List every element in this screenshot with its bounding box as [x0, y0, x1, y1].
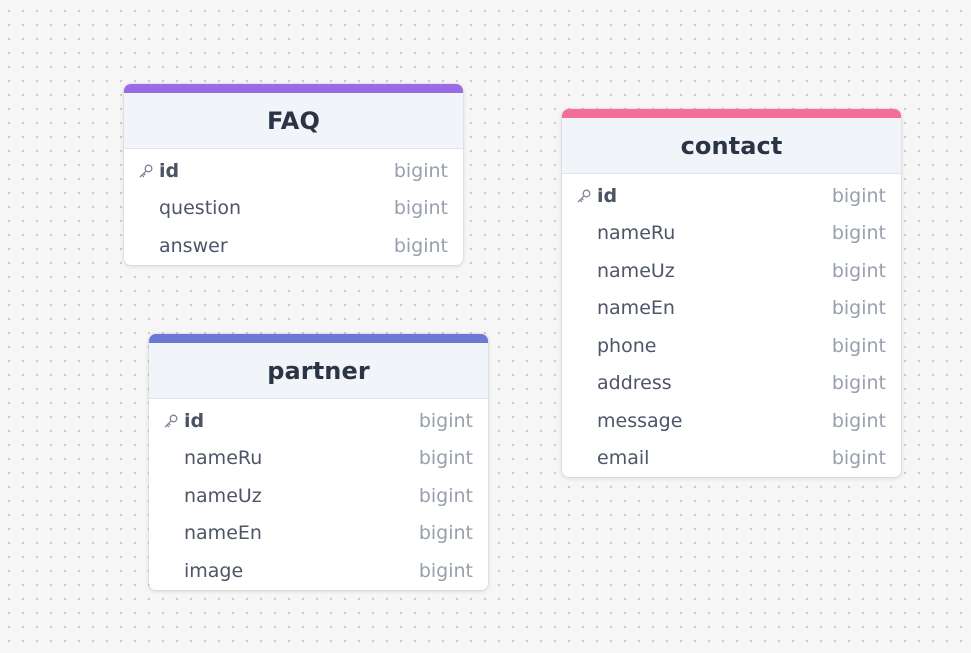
column-row-id[interactable]: id bigint	[124, 152, 463, 190]
column-row-nameUz[interactable]: nameUz bigint	[149, 477, 488, 515]
column-name: address	[597, 372, 672, 395]
column-name: email	[597, 447, 650, 470]
column-row-nameRu[interactable]: nameRu bigint	[562, 215, 901, 253]
column-name: nameEn	[184, 522, 262, 545]
table-accent-bar	[149, 334, 488, 343]
column-type: bigint	[831, 222, 886, 245]
column-name: question	[159, 197, 242, 220]
column-row-message[interactable]: message bigint	[562, 402, 901, 440]
column-row-nameEn[interactable]: nameEn bigint	[149, 515, 488, 553]
column-name: nameEn	[597, 297, 675, 320]
column-name: phone	[597, 334, 657, 357]
table-header[interactable]: partner	[149, 343, 488, 399]
column-type: bigint	[831, 409, 886, 432]
column-name: message	[597, 409, 683, 432]
column-row-id[interactable]: id bigint	[149, 402, 488, 440]
column-row-address[interactable]: address bigint	[562, 365, 901, 403]
column-name: image	[184, 559, 244, 582]
column-type: bigint	[418, 447, 473, 470]
column-name: id	[159, 159, 180, 182]
column-type: bigint	[418, 484, 473, 507]
column-name: nameUz	[184, 484, 262, 507]
column-type: bigint	[418, 409, 473, 432]
table-partner[interactable]: partner id bigint nameRu bigint nameUz b…	[149, 334, 488, 590]
column-name: nameRu	[184, 447, 263, 470]
column-type: bigint	[393, 197, 448, 220]
table-accent-bar	[124, 84, 463, 93]
table-accent-bar	[562, 109, 901, 118]
column-type: bigint	[831, 372, 886, 395]
column-list: id bigint nameRu bigint nameUz bigint na…	[149, 399, 488, 590]
key-icon	[164, 414, 178, 428]
column-type: bigint	[393, 159, 448, 182]
column-row-answer[interactable]: answer bigint	[124, 227, 463, 265]
column-row-nameUz[interactable]: nameUz bigint	[562, 252, 901, 290]
table-title: contact	[680, 131, 783, 160]
column-type: bigint	[831, 259, 886, 282]
table-title: FAQ	[267, 106, 320, 135]
key-icon	[139, 164, 153, 178]
column-name: answer	[159, 234, 228, 257]
column-row-image[interactable]: image bigint	[149, 552, 488, 590]
column-name: nameUz	[597, 259, 675, 282]
key-icon	[577, 189, 591, 203]
table-faq[interactable]: FAQ id bigint question bigint answer big…	[124, 84, 463, 265]
column-name: nameRu	[597, 222, 676, 245]
column-type: bigint	[831, 184, 886, 207]
table-header[interactable]: FAQ	[124, 93, 463, 149]
column-type: bigint	[831, 447, 886, 470]
column-list: id bigint nameRu bigint nameUz bigint na…	[562, 174, 901, 477]
column-row-nameEn[interactable]: nameEn bigint	[562, 290, 901, 328]
column-row-email[interactable]: email bigint	[562, 440, 901, 478]
column-type: bigint	[418, 522, 473, 545]
table-header[interactable]: contact	[562, 118, 901, 174]
column-row-question[interactable]: question bigint	[124, 190, 463, 228]
column-name: id	[184, 409, 205, 432]
table-contact[interactable]: contact id bigint nameRu bigint nameUz b…	[562, 109, 901, 477]
column-name: id	[597, 184, 618, 207]
column-type: bigint	[831, 297, 886, 320]
column-type: bigint	[418, 559, 473, 582]
column-list: id bigint question bigint answer bigint	[124, 149, 463, 265]
column-row-nameRu[interactable]: nameRu bigint	[149, 440, 488, 478]
table-title: partner	[267, 356, 370, 385]
column-row-id[interactable]: id bigint	[562, 177, 901, 215]
column-type: bigint	[831, 334, 886, 357]
column-type: bigint	[393, 234, 448, 257]
column-row-phone[interactable]: phone bigint	[562, 327, 901, 365]
